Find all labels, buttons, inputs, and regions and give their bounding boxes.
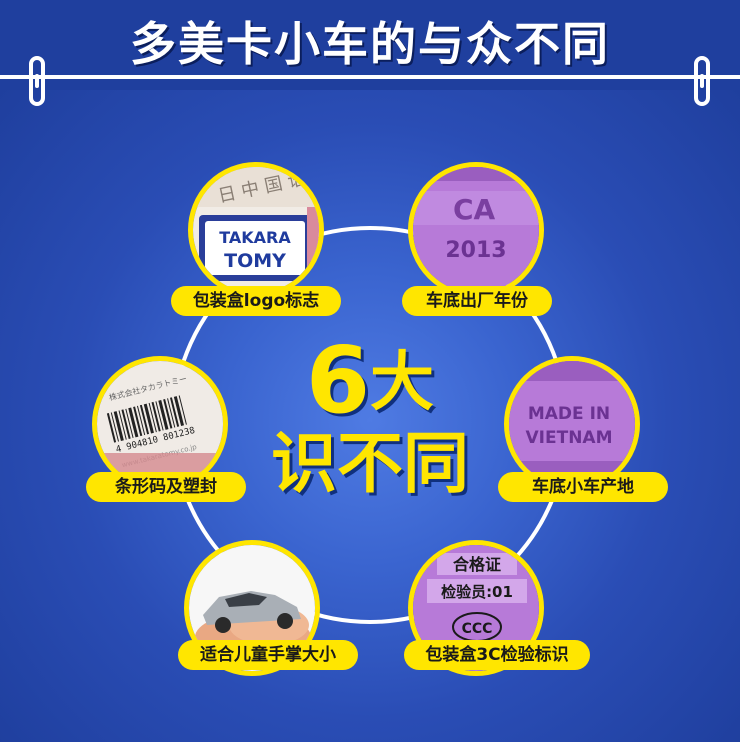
takara-tomy-logo-photo: 日 中 国 语 版 TAKARA TOMY: [188, 162, 324, 298]
made-in-line1: MADE IN: [528, 404, 610, 424]
ccc-text: CCC: [462, 621, 493, 637]
cert-line1: 合格证: [453, 555, 501, 574]
cert-line2: 检验员:01: [441, 583, 513, 601]
label-barcode: 条形码及塑封: [86, 472, 246, 502]
center-suffix: 大: [370, 346, 434, 420]
made-in-vietnam-photo: MADE IN VIETNAM: [504, 356, 640, 492]
label-year: 车底出厂年份: [402, 286, 552, 316]
left-clip-icon: [29, 56, 45, 106]
made-in-line2: VIETNAM: [526, 428, 613, 448]
label-3c: 包装盒3C检验标识: [404, 640, 590, 670]
stamp-mark: CA: [453, 193, 496, 226]
year-stamp-photo: CA 2013: [408, 162, 544, 298]
center-number: 6: [305, 327, 370, 434]
logo-line1: TAKARA: [219, 228, 291, 247]
label-size: 适合儿童手掌大小: [178, 640, 358, 670]
right-clip-icon: [694, 56, 710, 106]
page-title: 多美卡小车的与众不同: [130, 17, 610, 71]
label-logo: 包装盒logo标志: [171, 286, 341, 316]
center-title: 6大 识不同: [250, 335, 490, 497]
hanging-rope: [0, 75, 740, 79]
stamp-year: 2013: [445, 238, 506, 263]
label-origin: 车底小车产地: [498, 472, 668, 502]
logo-line2: TOMY: [224, 250, 286, 272]
center-subtitle: 识不同: [271, 425, 469, 502]
